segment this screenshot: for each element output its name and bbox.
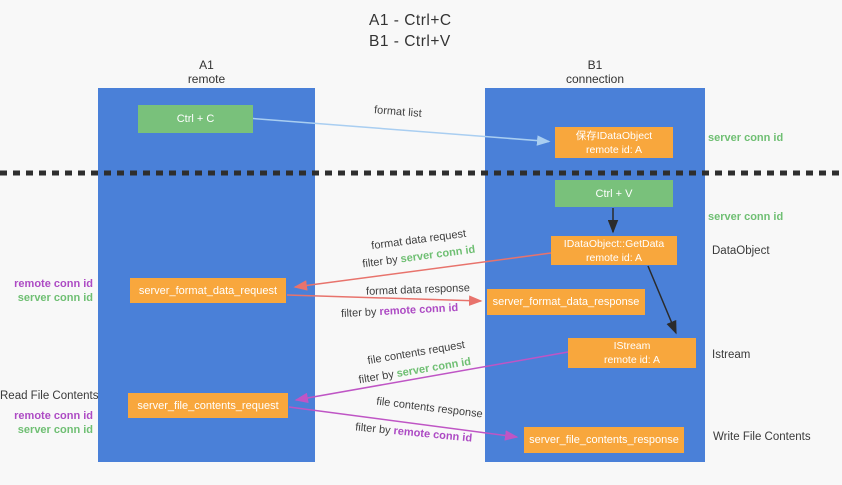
write-file-contents-annotation: Write File Contents <box>713 431 811 443</box>
getdata-title: IDataObject::GetData <box>563 237 665 250</box>
save-idataobject-title: 保存IDataObject <box>575 129 653 142</box>
title-line-2: B1 - Ctrl+V <box>369 33 451 50</box>
title-line-1: A1 - Ctrl+C <box>369 12 452 29</box>
server-conn-id-annotation-format: server conn id <box>17 292 93 304</box>
ctrl-v-node: Ctrl + V <box>555 180 673 207</box>
ctrl-v-label: Ctrl + V <box>595 187 633 200</box>
column-b1-id: B1 <box>587 58 603 72</box>
ctrl-c-node: Ctrl + C <box>138 105 253 133</box>
server-format-data-response-node: server_format_data_response <box>487 289 645 315</box>
format-list-label: format list <box>373 104 423 120</box>
server-conn-id-annotation-top: server conn id <box>708 132 784 144</box>
column-a1-id: A1 <box>199 58 214 72</box>
istream-node: IStream remote id: A <box>568 338 696 368</box>
remote-conn-id-text: remote conn id <box>392 425 473 445</box>
server-conn-id-annotation-ctrlv: server conn id <box>708 211 784 223</box>
dataobject-annotation: DataObject <box>712 245 770 257</box>
save-idataobject-node: 保存IDataObject remote id: A <box>555 127 673 158</box>
istream-annotation: Istream <box>712 349 751 361</box>
server-format-data-request-label: server_format_data_request <box>138 284 278 297</box>
column-b1-role: connection <box>565 72 625 86</box>
ctrl-c-label: Ctrl + C <box>176 113 215 125</box>
column-header-b1: B1 connection <box>485 58 705 86</box>
remote-conn-id-annotation-format: remote conn id <box>14 278 93 290</box>
column-header-a1: A1 remote <box>98 58 315 86</box>
istream-remote-id: remote id: A <box>603 354 661 366</box>
server-conn-id-annotation-file: server conn id <box>17 424 93 436</box>
server-file-contents-request-node: server_file_contents_request <box>128 393 288 418</box>
server-format-data-request-node: server_format_data_request <box>130 278 286 303</box>
idataobject-getdata-node: IDataObject::GetData remote id: A <box>551 236 677 265</box>
getdata-remote-id: remote id: A <box>585 251 643 264</box>
column-a1-role: remote <box>187 72 226 86</box>
remote-conn-id-annotation-file: remote conn id <box>14 410 93 422</box>
remote-conn-id-text: remote conn id <box>379 301 459 319</box>
filter-by-text: filter by <box>340 306 377 321</box>
server-file-contents-request-label: server_file_contents_request <box>137 399 279 412</box>
filter-by-text: filter by <box>354 421 392 437</box>
istream-title: IStream <box>613 340 651 352</box>
server-file-contents-response-label: server_file_contents_response <box>529 434 679 446</box>
read-file-contents-annotation: Read File Contents <box>0 390 99 402</box>
file-contents-response-label: file contents response <box>375 395 484 421</box>
save-idataobject-remote-id: remote id: A <box>585 143 643 156</box>
filter-by-text: filter by <box>361 253 399 271</box>
filter-by-text: filter by <box>357 368 395 387</box>
server-format-data-response-label: server_format_data_response <box>492 296 640 308</box>
server-file-contents-response-node: server_file_contents_response <box>524 427 684 453</box>
diagram-title: A1 - Ctrl+C B1 - Ctrl+V <box>369 10 452 52</box>
format-data-response-label: format data response <box>365 282 471 298</box>
